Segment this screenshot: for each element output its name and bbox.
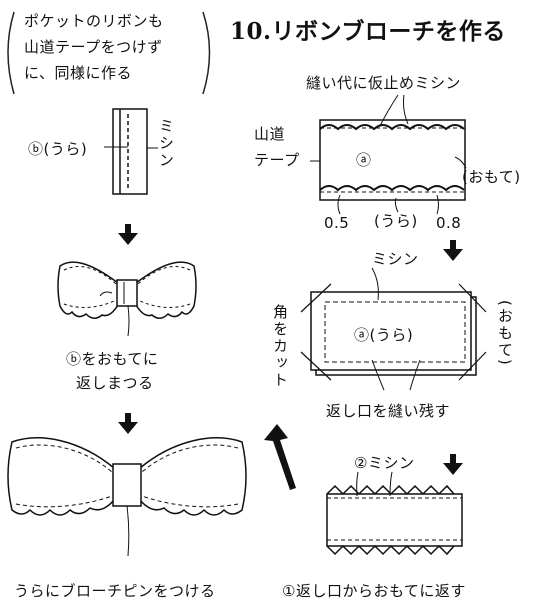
label-mishin: ミシン (372, 250, 419, 268)
label-0-5: 0.5 (324, 214, 350, 232)
stitched-tape (326, 471, 463, 556)
up-arrow (264, 424, 296, 490)
note-line-3: に、同様に作る (24, 64, 133, 82)
label-corner-cut: 角をカット (271, 304, 289, 389)
down-arrow-1 (118, 224, 138, 245)
down-arrow-2 (118, 413, 138, 434)
sewn-fabric-a (300, 267, 487, 391)
label-b-omote-2: 返しまつる (76, 374, 154, 392)
big-bow (7, 437, 247, 557)
note-left-paren (7, 11, 15, 95)
note-line-2: 山道テープをつけず (24, 38, 163, 56)
label-step2-mishin: ②ミシン (354, 454, 415, 472)
down-arrow-4 (443, 454, 463, 475)
label-a-ura: ⓐ(うら) (354, 326, 414, 344)
label-yamamichi-1: 山道 (254, 125, 286, 143)
label-yamamichi-2: テープ (254, 151, 300, 169)
label-baste: 縫い代に仮止めミシン (306, 74, 462, 92)
label-b-ura: ⓑ(うら) (28, 140, 88, 158)
note-line-1: ポケットのリボンも (24, 12, 164, 30)
label-mishin-vertical: ミシン (157, 118, 175, 169)
note-right-paren (202, 11, 211, 95)
label-a-circle: ⓐ (356, 151, 372, 169)
label-omote-vertical: (おもて) (496, 300, 514, 367)
tape-fabric-a (310, 94, 467, 215)
folded-fabric-b (104, 108, 158, 195)
small-bow (57, 261, 197, 337)
label-b-omote-1: ⓑをおもてに (66, 350, 159, 368)
label-ura: (うら) (374, 212, 418, 230)
label-leave-opening: 返し口を縫い残す (326, 402, 451, 420)
label-step1-turn: ①返し口からおもてに返す (282, 582, 466, 600)
label-omote-horizontal: (おもて) (462, 168, 521, 186)
label-brooch-pin: うらにブローチピンをつける (14, 582, 216, 600)
down-arrow-3 (443, 240, 463, 261)
page-title: 10.リボンブローチを作る (230, 18, 506, 45)
label-0-8: 0.8 (436, 214, 462, 232)
